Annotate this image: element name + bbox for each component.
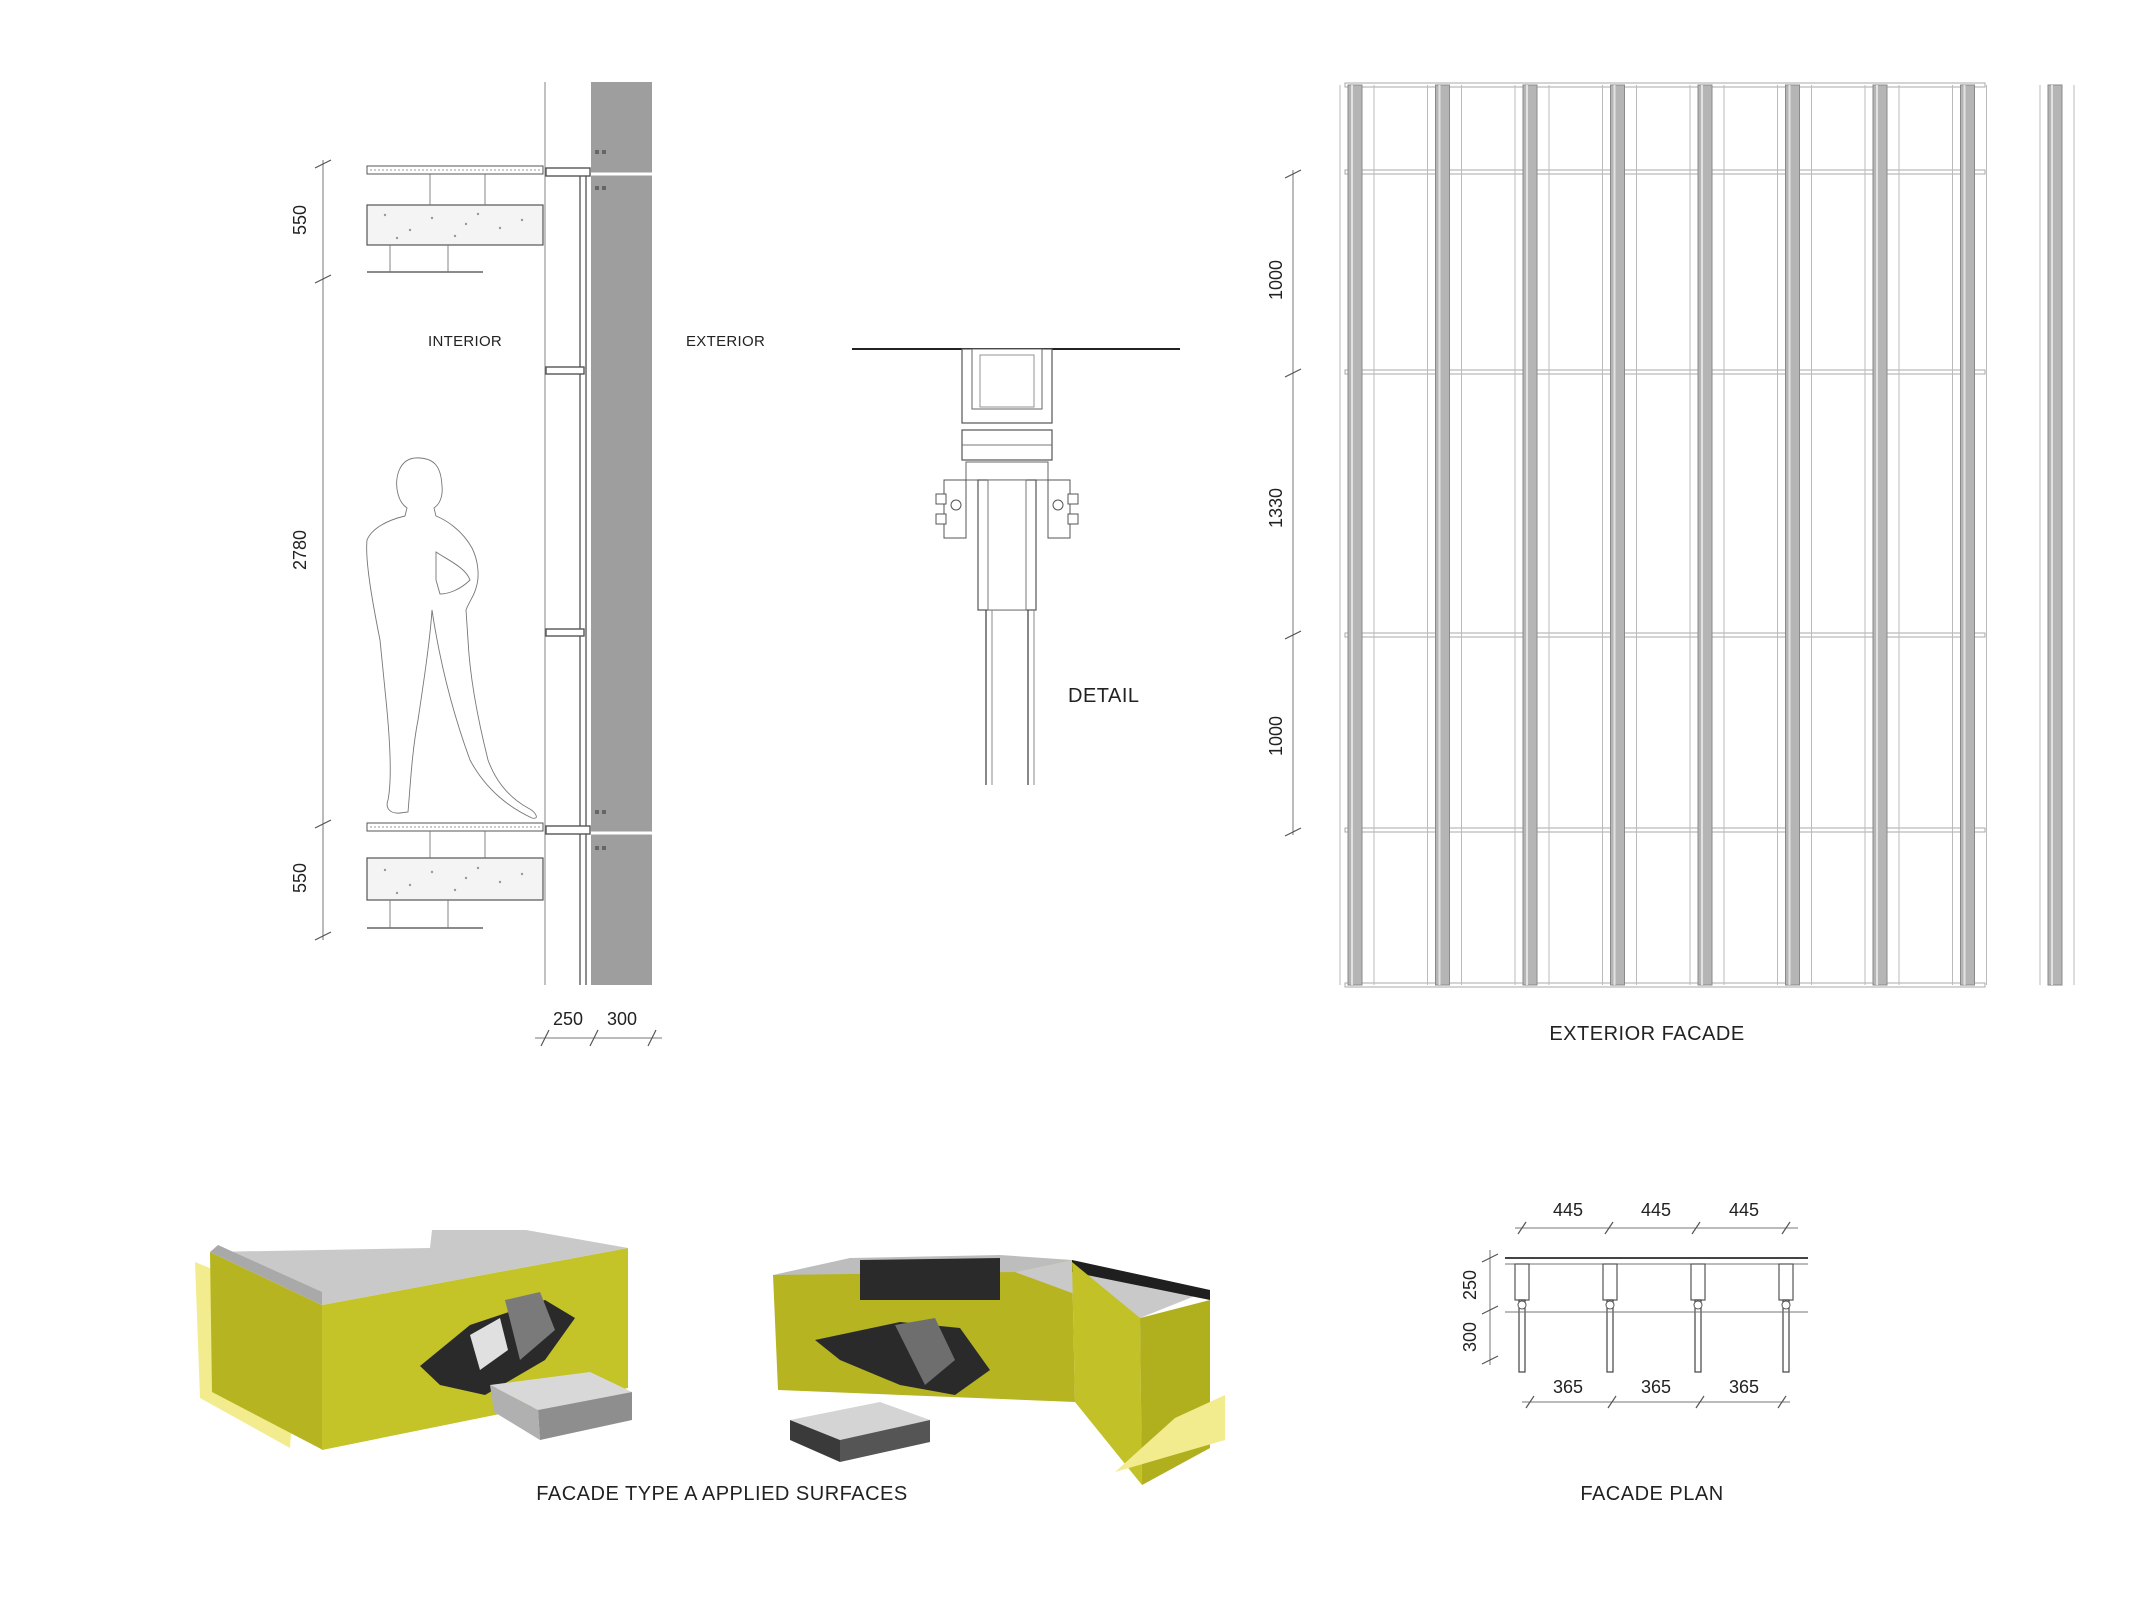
exterior-facade: 1000 1330 1000 EXTERIOR FACADE — [1266, 82, 2075, 1045]
wall-section: INTERIOR EXTERIOR 550 2780 550 250 300 — [290, 82, 765, 1047]
facade-fin — [1872, 84, 1888, 986]
human-figure — [366, 457, 537, 819]
dim-depth-a: 250 — [553, 1009, 583, 1029]
facade-fin — [1610, 84, 1625, 986]
detail-label: DETAIL — [1068, 685, 1140, 707]
plan-fin — [1782, 1299, 1790, 1373]
plan-dim-side-b: 300 — [1460, 1322, 1480, 1352]
plan-connector — [1517, 1300, 1527, 1310]
support-brackets — [545, 167, 591, 835]
render-right — [773, 1255, 1225, 1485]
facade-fin — [1522, 84, 1538, 986]
plan-fin — [1606, 1299, 1614, 1373]
plan-mullion — [1778, 1263, 1794, 1301]
dim-lower-slab: 550 — [290, 863, 310, 893]
plan-connector — [1693, 1300, 1703, 1310]
dim-facade-middle: 1330 — [1266, 488, 1286, 528]
plan-dim-top-2: 445 — [1641, 1200, 1671, 1220]
lower-slab — [366, 822, 544, 929]
dim-floor-height: 2780 — [290, 530, 310, 570]
facade-fin — [2047, 84, 2063, 986]
facade-transom — [1344, 827, 1986, 833]
facade-transom — [1344, 169, 1986, 175]
plan-fin — [1518, 1299, 1526, 1373]
facade-fin — [1435, 84, 1450, 986]
plan-mullion — [1514, 1263, 1530, 1301]
plan-dim-bottom-1: 365 — [1553, 1377, 1583, 1397]
facade-transom — [1344, 369, 1986, 375]
section-horizontal-dimensions: 250 300 — [535, 1009, 662, 1047]
interior-label: INTERIOR — [428, 333, 502, 350]
dim-depth-b: 300 — [607, 1009, 637, 1029]
upper-slab — [366, 165, 544, 273]
plan-connector — [1605, 1300, 1615, 1310]
dim-facade-bottom: 1000 — [1266, 716, 1286, 756]
plan-bottom-dimensions: 365 365 365 — [1522, 1377, 1790, 1409]
plan-fin — [1694, 1299, 1702, 1373]
facade-fin — [1697, 84, 1713, 986]
plan-dim-side-a: 250 — [1460, 1270, 1480, 1300]
panel-bolts — [595, 150, 606, 850]
facade-transom — [1344, 82, 1986, 88]
applied-surfaces-renders: FACADE TYPE A APPLIED SURFACES — [195, 1230, 1225, 1505]
dim-facade-top: 1000 — [1266, 260, 1286, 300]
plan-dim-bottom-3: 365 — [1729, 1377, 1759, 1397]
plan-mullion — [1690, 1263, 1706, 1301]
human-figure-arm — [435, 551, 471, 595]
applied-surfaces-label: FACADE TYPE A APPLIED SURFACES — [536, 1483, 907, 1505]
mullion-detail: DETAIL — [852, 348, 1180, 785]
facade-vertical-dimensions: 1000 1330 1000 — [1266, 169, 1302, 837]
exterior-panel — [591, 82, 652, 985]
plan-connector — [1781, 1300, 1791, 1310]
plan-top-dimensions: 445 445 445 — [1515, 1200, 1798, 1235]
plan-dim-bottom-2: 365 — [1641, 1377, 1671, 1397]
facade-transom — [1344, 632, 1986, 638]
plan-side-dimensions: 250 300 — [1460, 1250, 1499, 1365]
facade-transom — [1344, 982, 1986, 988]
section-vertical-dimensions: 550 2780 550 — [290, 159, 332, 941]
dim-upper-slab: 550 — [290, 205, 310, 235]
exterior-facade-label: EXTERIOR FACADE — [1549, 1023, 1744, 1045]
render-left — [195, 1230, 632, 1450]
exterior-label: EXTERIOR — [686, 333, 765, 350]
facade-plan-label: FACADE PLAN — [1580, 1483, 1723, 1505]
facade-fin — [1960, 84, 1975, 986]
facade-fin — [1347, 84, 1363, 986]
plan-dim-top-1: 445 — [1553, 1200, 1583, 1220]
plan-dim-top-3: 445 — [1729, 1200, 1759, 1220]
facade-plan: 445 445 445 365 365 365 250 300 FACADE P… — [1460, 1200, 1808, 1505]
facade-fin — [1785, 84, 1800, 986]
plan-mullion — [1602, 1263, 1618, 1301]
